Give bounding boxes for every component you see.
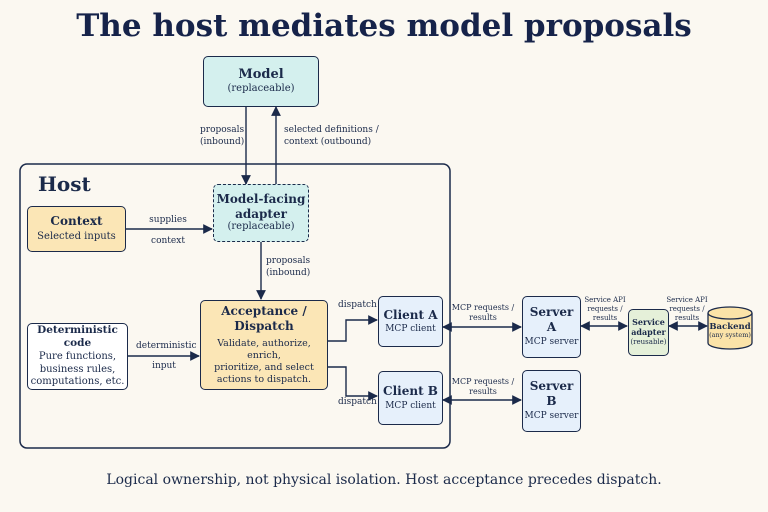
- label-dispatch-a: dispatch: [338, 300, 377, 310]
- label-mcp-a: MCP requests / results: [451, 303, 515, 323]
- adapter-title-line-1: Model-facing: [216, 192, 306, 207]
- server-b-subtitle: MCP server: [524, 411, 579, 422]
- service-adapter-box: Service adapter (reusable): [628, 309, 669, 356]
- model-title: Model: [238, 67, 284, 83]
- context-box: Context Selected inputs: [27, 206, 126, 252]
- label-proposals-inbound-mid: proposals (inbound): [266, 256, 311, 278]
- label-proposals-inbound-top: proposals (inbound): [200, 125, 245, 147]
- context-subtitle: Selected inputs: [37, 231, 116, 243]
- server-b-title: Server B: [529, 379, 574, 408]
- backend-cylinder: [707, 306, 753, 350]
- service-adapter-title-1: Service: [632, 317, 665, 328]
- acceptance-line-1: Validate, authorize, enrich,: [217, 338, 311, 362]
- client-b-box: Client B MCP client: [378, 371, 443, 425]
- label-supplies-context: supplies context: [149, 215, 187, 246]
- backend-title: Backend: [709, 322, 751, 332]
- model-subtitle: (replaceable): [227, 83, 295, 95]
- deterministic-title: Deterministic code: [37, 324, 118, 349]
- client-b-subtitle: MCP client: [385, 400, 436, 411]
- arrow-dispatch-b: [328, 366, 378, 401]
- host-label: Host: [38, 172, 91, 196]
- backend-subtitle: (any system): [709, 331, 751, 340]
- backend-label: Backend (any system): [706, 322, 754, 340]
- client-a-subtitle: MCP client: [385, 324, 436, 335]
- footer-caption: Logical ownership, not physical isolatio…: [106, 472, 662, 488]
- deterministic-code-box: Deterministic code Pure functions, busin…: [27, 323, 128, 390]
- arrow-dispatch-a: [328, 315, 378, 342]
- client-b-title: Client B: [383, 384, 438, 399]
- host-container: [19, 163, 451, 449]
- page-title: The host mediates model proposals: [76, 8, 692, 44]
- label-selected-definitions: selected definitions / context (outbound…: [284, 125, 379, 147]
- server-a-box: Server A MCP server: [522, 296, 581, 358]
- label-mcp-b: MCP requests / results: [451, 377, 515, 397]
- server-b-box: Server B MCP server: [522, 370, 581, 432]
- adapter-subtitle: (replaceable): [227, 221, 295, 233]
- model-box: Model (replaceable): [203, 56, 319, 107]
- deterministic-line-1: Pure functions,: [38, 351, 117, 363]
- acceptance-title: Acceptance / Dispatch: [221, 304, 307, 333]
- label-service-api-1: Service API requests / results: [584, 296, 626, 323]
- acceptance-dispatch-box: Acceptance / Dispatch Validate, authoriz…: [200, 300, 328, 390]
- client-a-title: Client A: [383, 307, 438, 322]
- adapter-title-line-2: adapter: [235, 206, 287, 221]
- context-title: Context: [50, 214, 103, 229]
- label-dispatch-b: dispatch: [338, 397, 377, 407]
- deterministic-line-3: computations, etc.: [30, 376, 125, 388]
- acceptance-line-3: actions to dispatch.: [216, 373, 312, 385]
- server-a-title: Server A: [529, 305, 574, 334]
- label-deterministic-input: deterministic input: [136, 341, 197, 371]
- server-a-subtitle: MCP server: [524, 337, 579, 348]
- service-adapter-subtitle: (reusable): [630, 338, 667, 347]
- label-service-api-2: Service API requests / results: [666, 296, 708, 323]
- model-facing-adapter-box: Model-facing adapter (replaceable): [213, 184, 309, 242]
- acceptance-line-2: prioritize, and select: [214, 361, 314, 373]
- deterministic-line-2: business rules,: [39, 363, 116, 375]
- client-a-box: Client A MCP client: [378, 296, 443, 347]
- service-adapter-title-2: adapter: [631, 326, 666, 337]
